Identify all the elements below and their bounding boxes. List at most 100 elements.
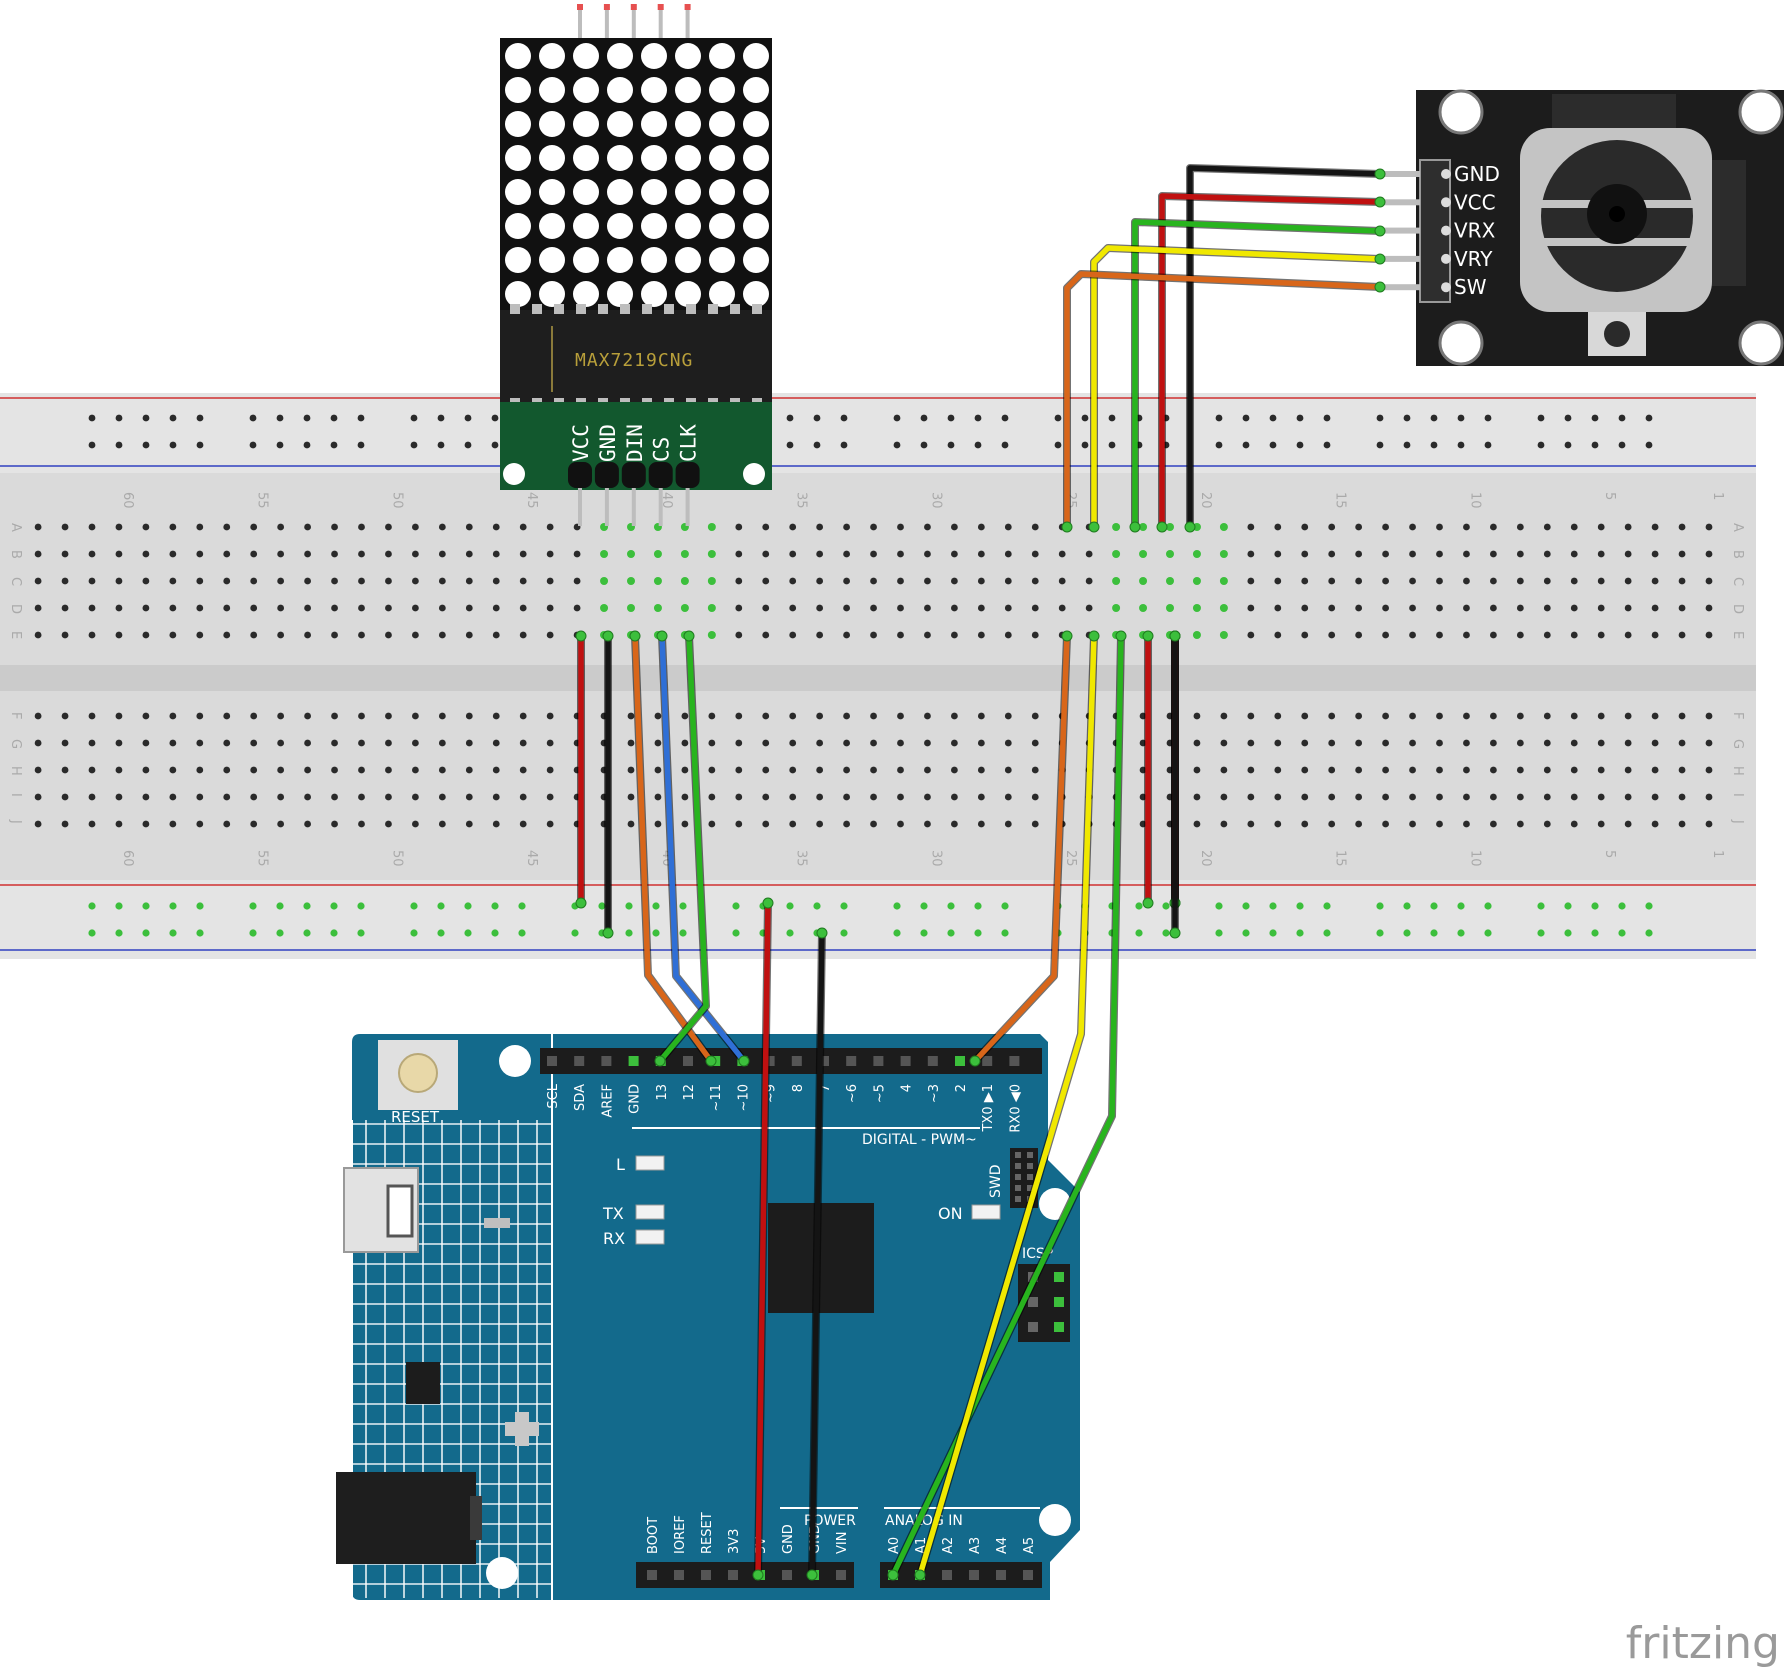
breadboard-hole[interactable] xyxy=(1193,739,1201,747)
power-rail-hole[interactable] xyxy=(920,441,928,449)
breadboard-hole[interactable] xyxy=(1409,739,1416,747)
breadboard-hole[interactable] xyxy=(1705,577,1713,585)
breadboard-hole[interactable] xyxy=(223,793,231,801)
power-rail-hole[interactable] xyxy=(974,441,982,449)
breadboard-hole[interactable] xyxy=(169,604,177,612)
breadboard-hole[interactable] xyxy=(546,631,554,639)
breadboard-hole[interactable] xyxy=(1463,766,1470,774)
breadboard-hole[interactable] xyxy=(519,739,527,747)
breadboard-hole[interactable] xyxy=(1705,766,1713,774)
breadboard-hole[interactable] xyxy=(492,604,500,612)
wire-joy-gnd[interactable] xyxy=(1187,165,1383,530)
power-rail-hole[interactable] xyxy=(88,902,96,910)
breadboard-hole[interactable] xyxy=(1436,766,1443,774)
breadboard-hole[interactable] xyxy=(88,604,96,612)
breadboard-hole[interactable] xyxy=(897,766,904,774)
breadboard-hole[interactable] xyxy=(1166,577,1174,585)
breadboard-hole[interactable] xyxy=(1570,793,1578,801)
breadboard-hole[interactable] xyxy=(1651,631,1659,639)
breadboard-hole[interactable] xyxy=(385,550,392,558)
breadboard-hole[interactable] xyxy=(762,739,770,747)
breadboard-hole[interactable] xyxy=(34,766,42,774)
power-rail-hole[interactable] xyxy=(1269,414,1277,422)
power-rail-hole[interactable] xyxy=(169,414,177,422)
power-rail-hole[interactable] xyxy=(357,441,365,449)
breadboard-hole[interactable] xyxy=(1516,523,1524,531)
breadboard-hole[interactable] xyxy=(34,820,42,828)
breadboard-hole[interactable] xyxy=(1139,604,1148,612)
breadboard-hole[interactable] xyxy=(304,793,311,801)
breadboard-hole[interactable] xyxy=(1678,793,1686,801)
power-rail-hole[interactable] xyxy=(1403,902,1411,910)
breadboard-hole[interactable] xyxy=(1301,577,1309,585)
breadboard-hole[interactable] xyxy=(708,820,716,828)
breadboard-hole[interactable] xyxy=(277,523,285,531)
breadboard-hole[interactable] xyxy=(707,577,716,585)
breadboard-hole[interactable] xyxy=(385,739,392,747)
breadboard-hole[interactable] xyxy=(681,712,689,720)
breadboard-hole[interactable] xyxy=(196,604,204,612)
breadboard-hole[interactable] xyxy=(816,712,824,720)
power-rail-hole[interactable] xyxy=(249,414,257,422)
breadboard-hole[interactable] xyxy=(1192,604,1201,612)
breadboard-hole[interactable] xyxy=(385,631,392,639)
breadboard-hole[interactable] xyxy=(1004,577,1012,585)
breadboard-hole[interactable] xyxy=(331,631,338,639)
breadboard-hole[interactable] xyxy=(34,631,42,639)
breadboard-hole[interactable] xyxy=(1328,739,1336,747)
power-rail-hole[interactable] xyxy=(1430,929,1438,937)
breadboard-hole[interactable] xyxy=(438,766,446,774)
breadboard-hole[interactable] xyxy=(1597,550,1605,558)
breadboard-hole[interactable] xyxy=(304,712,311,720)
breadboard-hole[interactable] xyxy=(1543,766,1551,774)
breadboard-hole[interactable] xyxy=(61,604,69,612)
breadboard-hole[interactable] xyxy=(546,766,554,774)
joystick-pin[interactable] xyxy=(1380,227,1420,234)
power-rail-hole[interactable] xyxy=(276,929,284,937)
power-rail-hole[interactable] xyxy=(1591,929,1599,937)
breadboard-hole[interactable] xyxy=(1004,631,1012,639)
breadboard-hole[interactable] xyxy=(1651,793,1659,801)
breadboard-hole[interactable] xyxy=(843,577,850,585)
breadboard-hole[interactable] xyxy=(277,604,285,612)
breadboard-hole[interactable] xyxy=(653,577,662,585)
breadboard-hole[interactable] xyxy=(1624,766,1632,774)
breadboard-hole[interactable] xyxy=(519,793,527,801)
breadboard-hole[interactable] xyxy=(169,739,177,747)
breadboard-hole[interactable] xyxy=(412,712,419,720)
power-rail-hole[interactable] xyxy=(679,929,687,937)
breadboard-hole[interactable] xyxy=(465,523,473,531)
breadboard-hole[interactable] xyxy=(1543,820,1551,828)
breadboard-hole[interactable] xyxy=(1220,712,1228,720)
breadboard-hole[interactable] xyxy=(600,577,609,585)
breadboard-hole[interactable] xyxy=(735,523,743,531)
breadboard-hole[interactable] xyxy=(1597,739,1605,747)
breadboard-hole[interactable] xyxy=(1678,604,1686,612)
swd-pin[interactable] xyxy=(1015,1163,1021,1169)
breadboard-hole[interactable] xyxy=(870,766,877,774)
wire-joy-vry[interactable] xyxy=(1091,245,1383,530)
breadboard-hole[interactable] xyxy=(681,820,689,828)
breadboard-hole[interactable] xyxy=(681,739,689,747)
breadboard-hole[interactable] xyxy=(88,550,96,558)
breadboard-hole[interactable] xyxy=(412,523,419,531)
power-rail-hole[interactable] xyxy=(1001,441,1009,449)
breadboard-hole[interactable] xyxy=(627,766,635,774)
breadboard-hole[interactable] xyxy=(1651,739,1659,747)
power-rail-hole[interactable] xyxy=(1537,414,1545,422)
breadboard-hole[interactable] xyxy=(627,577,635,585)
power-rail-hole[interactable] xyxy=(169,441,177,449)
breadboard-hole[interactable] xyxy=(1219,631,1228,639)
breadboard-hole[interactable] xyxy=(735,577,743,585)
power-rail-hole[interactable] xyxy=(813,902,821,910)
breadboard-hole[interactable] xyxy=(977,550,985,558)
breadboard-hole[interactable] xyxy=(1192,577,1201,585)
power-rail-hole[interactable] xyxy=(1269,441,1277,449)
breadboard-hole[interactable] xyxy=(573,550,581,558)
swd-pin[interactable] xyxy=(1015,1185,1021,1191)
breadboard-hole[interactable] xyxy=(897,604,904,612)
breadboard-hole[interactable] xyxy=(465,550,473,558)
breadboard-hole[interactable] xyxy=(924,766,931,774)
breadboard-hole[interactable] xyxy=(115,550,123,558)
power-rail-hole[interactable] xyxy=(813,441,821,449)
